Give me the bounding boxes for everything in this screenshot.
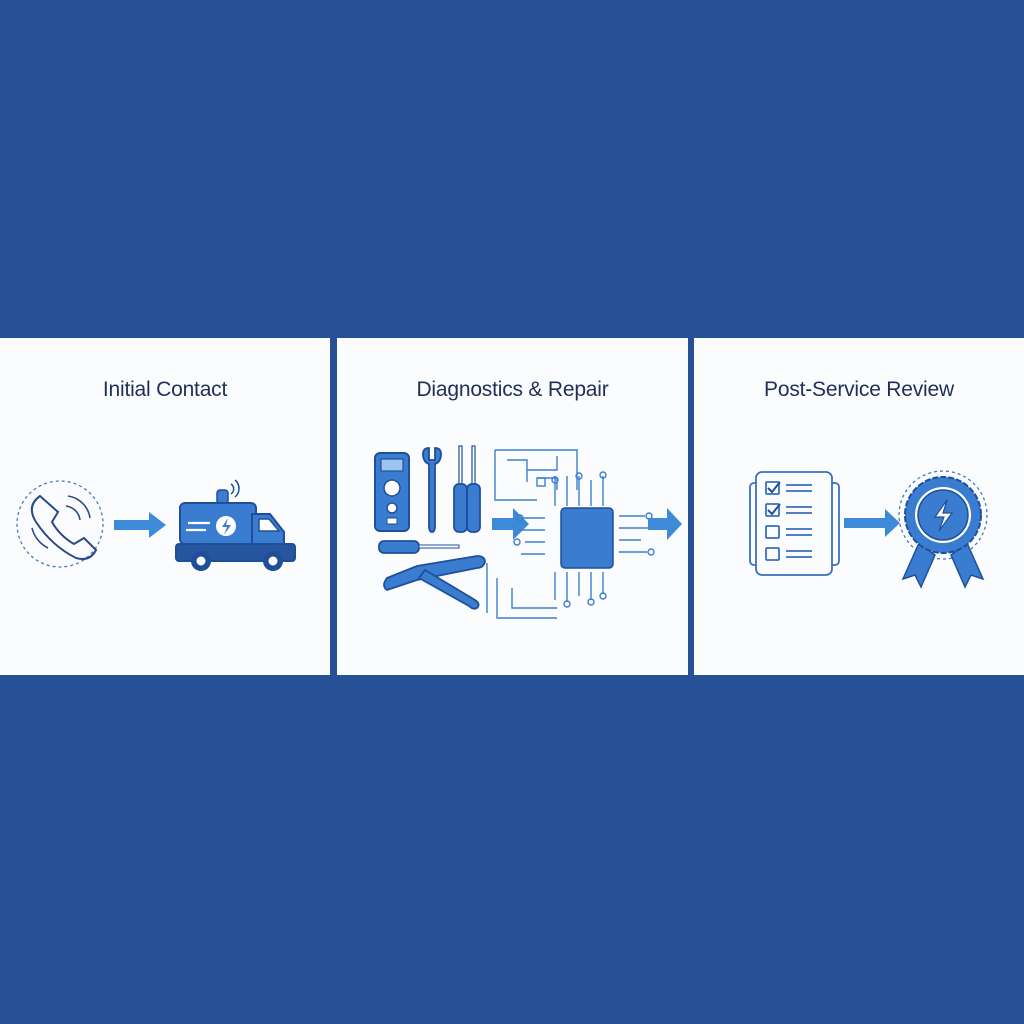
step-panel-post-service-review: Post-Service Review [694,338,1024,675]
wrench-crossed-icon [383,555,486,610]
phone-icon [16,480,104,568]
step-title: Diagnostics & Repair [416,378,609,401]
circuit-board-chip-icon [486,449,655,619]
step-title: Post-Service Review [764,378,954,401]
step-panel-diagnostics-repair: Diagnostics & Repair [337,338,688,675]
award-badge-icon [898,470,988,589]
service-van-icon [175,479,296,571]
multimeter-icon [374,452,410,532]
checklist-icon [749,471,840,576]
screwdriver-icon [378,445,481,554]
arrow-right-icon [648,508,682,540]
wrench-icon [422,447,442,533]
chip-icon [560,507,614,569]
step-panel-initial-contact: Initial Contact [0,338,330,675]
arrow-right-icon [492,508,529,540]
arrow-right-icon [114,512,166,538]
step-title: Initial Contact [102,378,228,401]
arrow-right-icon [844,509,900,537]
